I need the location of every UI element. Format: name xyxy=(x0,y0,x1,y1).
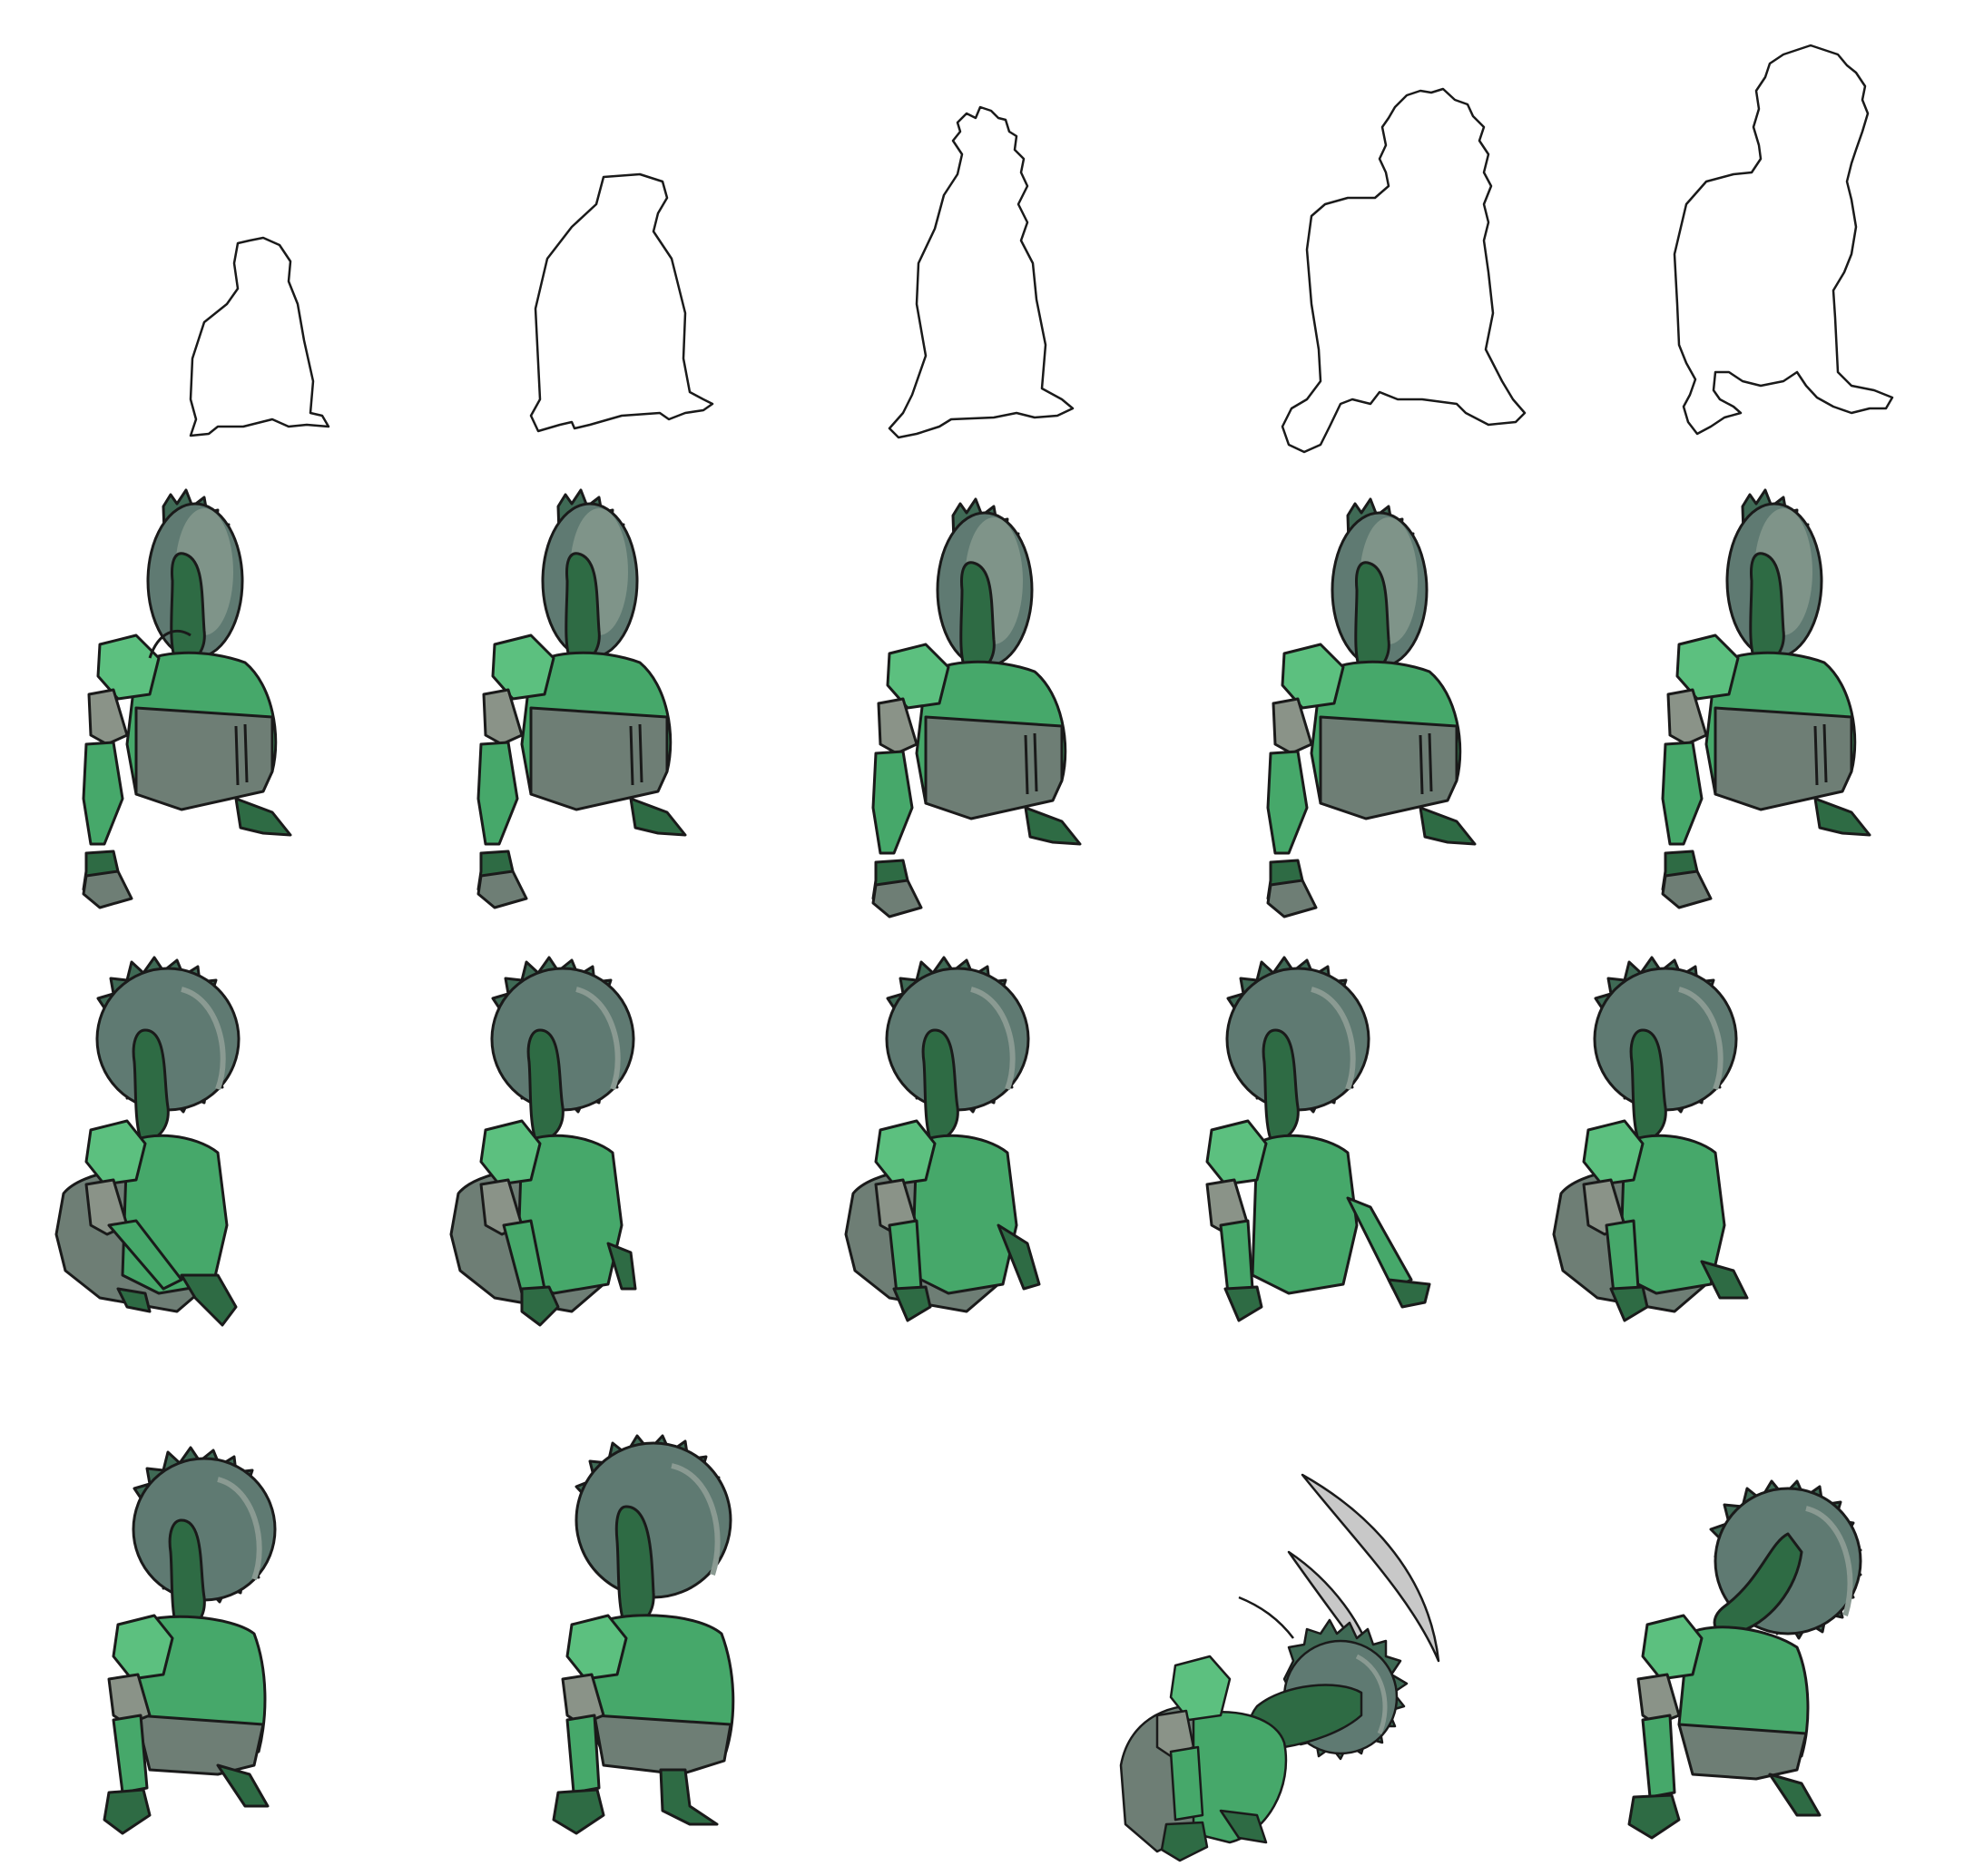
silhouette-frame-4 xyxy=(1184,0,1579,454)
character-sprite xyxy=(1552,956,1749,1322)
idle-frame-2 xyxy=(395,472,790,926)
character-sprite xyxy=(476,488,687,909)
character-sprite xyxy=(844,956,1041,1322)
character-sprite xyxy=(103,1446,277,1835)
walk-frame-5 xyxy=(1498,926,1892,1380)
character-sprite xyxy=(54,956,241,1327)
silhouette-frame-1 xyxy=(0,0,395,454)
walk-frame-2 xyxy=(395,926,790,1380)
action-frame-3-empty xyxy=(871,1398,1098,1851)
silhouette-frame-3 xyxy=(790,0,1184,454)
silhouette-frame-2 xyxy=(395,0,790,454)
character-sprite xyxy=(871,497,1082,918)
idle-frame-5 xyxy=(1579,472,1974,926)
character-sprite xyxy=(82,488,292,909)
idle-frame-1 xyxy=(0,472,395,926)
idle-frame-4 xyxy=(1184,481,1579,935)
character-sprite xyxy=(1266,497,1477,918)
silhouette-frame-5 xyxy=(1579,0,1974,454)
silhouette-outline xyxy=(1281,87,1527,454)
action-frame-1 xyxy=(36,1416,399,1870)
action-frame-5 xyxy=(1579,1452,1974,1876)
silhouette-outline xyxy=(888,105,1075,439)
walk-frame-3 xyxy=(790,926,1184,1380)
silhouette-outline xyxy=(189,236,330,437)
walk-frame-1 xyxy=(0,926,395,1380)
character-sprite xyxy=(1119,1473,1440,1862)
character-sprite xyxy=(1661,488,1871,909)
silhouette-outline xyxy=(529,172,714,433)
action-frame-2 xyxy=(508,1398,871,1870)
character-sprite xyxy=(552,1434,735,1835)
idle-frame-3 xyxy=(790,481,1184,935)
walk-frame-4 xyxy=(1130,926,1525,1380)
swipe-trail xyxy=(1301,1473,1440,1663)
character-sprite xyxy=(1627,1479,1862,1840)
silhouette-outline xyxy=(1673,44,1894,436)
character-sprite xyxy=(449,956,637,1327)
action-frame-4 xyxy=(1103,1443,1529,1870)
character-sprite xyxy=(1205,956,1431,1322)
